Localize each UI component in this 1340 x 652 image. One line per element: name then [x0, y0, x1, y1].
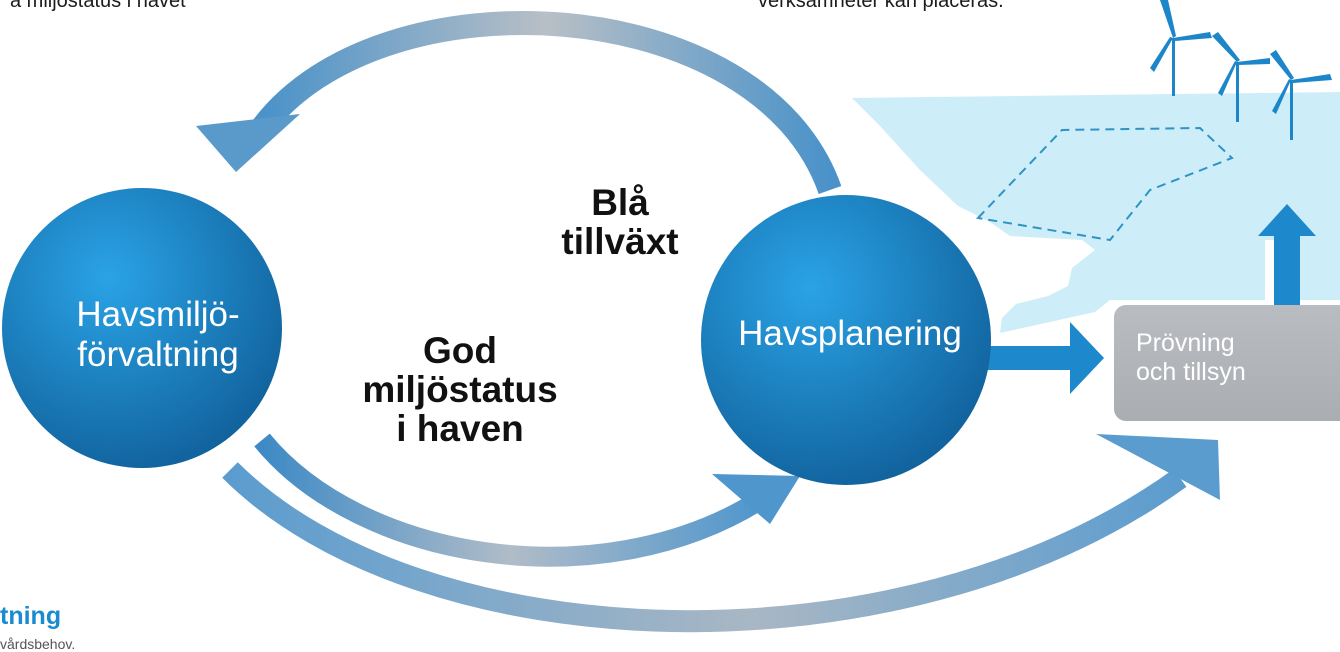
right-arrow: [986, 322, 1104, 394]
cropped-text-top-right: verksamheter kan placeras.: [758, 0, 1004, 12]
up-arrow: [1258, 204, 1316, 306]
goal-god-miljostatus: God miljöstatus i haven: [362, 330, 558, 449]
goal-bla-tillvaxt: Blå tillväxt: [561, 182, 679, 262]
havsmiljo-label: Havsmiljö- förvaltning: [76, 295, 240, 374]
middle-arrow: [254, 433, 800, 567]
wind-turbine-icon: [1212, 32, 1270, 122]
top-feedback-arrow: [196, 11, 842, 195]
dashed-zone-icon: [975, 126, 1234, 242]
wind-turbine-icon: [1270, 50, 1332, 140]
bottom-left-sub: vårdsbehov.: [0, 636, 76, 652]
bottom-long-arrow: [222, 434, 1220, 633]
havsplanering-circle: [701, 195, 991, 485]
cropped-text-top-left: a miljöstatus i havet: [10, 0, 186, 12]
provning-box: Prövning och tillsyn: [1114, 305, 1340, 421]
sea-area-icon: [852, 92, 1340, 333]
bottom-left-heading: tning: [0, 602, 62, 630]
havsplanering-label: Havsplanering: [738, 314, 962, 353]
havsmiljo-circle: [2, 188, 282, 468]
wind-turbine-icon: [1150, 0, 1212, 96]
provning-label: Prövning och tillsyn: [1136, 329, 1246, 386]
